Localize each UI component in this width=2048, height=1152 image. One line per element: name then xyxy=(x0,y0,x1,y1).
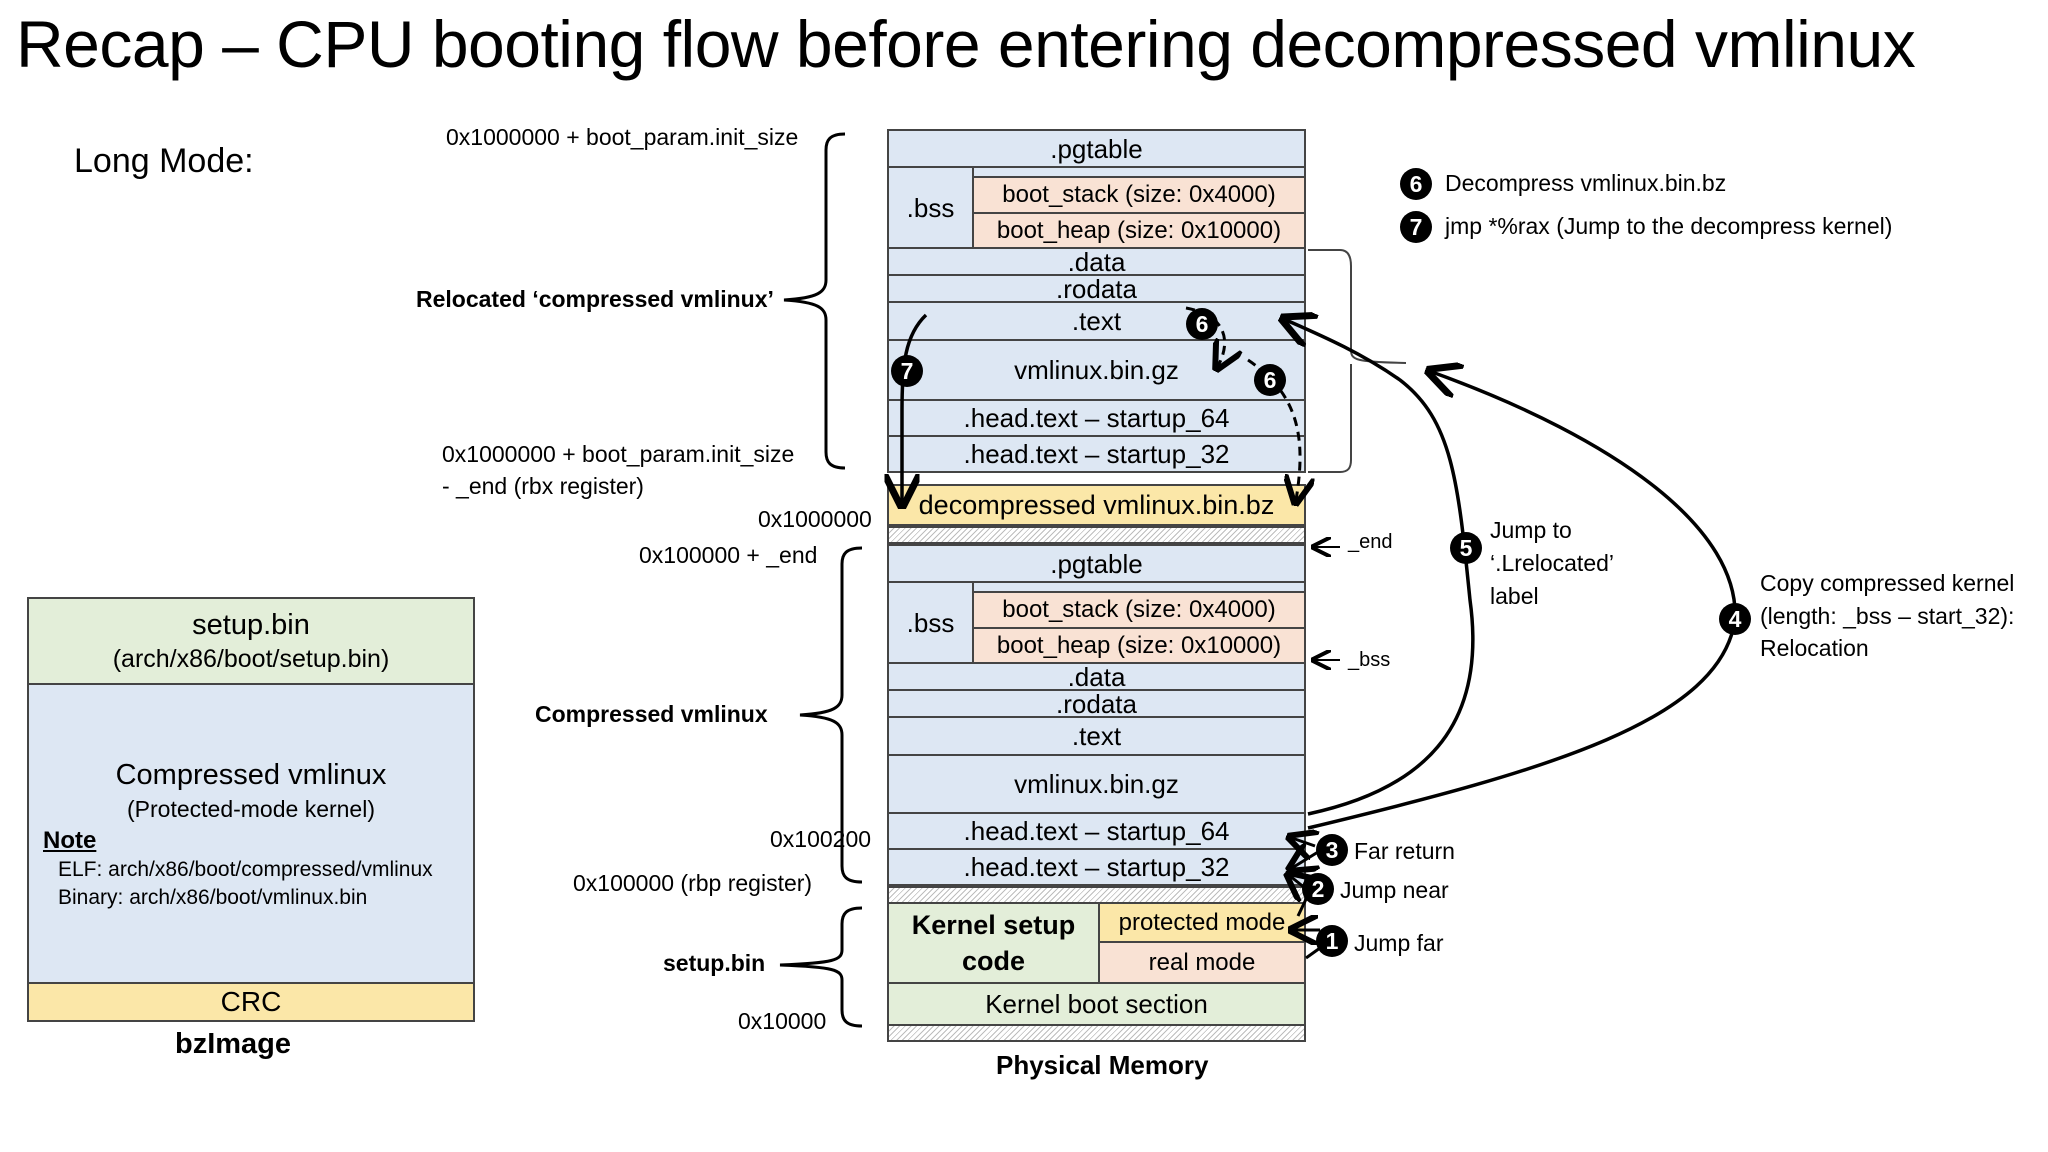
addr-100000-rbp: 0x100000 (rbp register) xyxy=(573,870,813,896)
comp-data: .data xyxy=(887,662,1306,692)
marker-bss: _bss xyxy=(1348,649,1391,671)
brace-label-relocated: Relocated ‘compressed vmlinux’ xyxy=(416,286,774,312)
addr-100200: 0x100200 xyxy=(770,826,872,852)
kernel-setup-code: Kernel setup code xyxy=(887,902,1100,984)
legend-7-badge: 7 xyxy=(1400,211,1432,243)
bzimage-caption: bzImage xyxy=(175,1028,292,1060)
mode-label: Long Mode: xyxy=(74,142,254,180)
step-5-line1: Jump to xyxy=(1490,517,1572,543)
brace-label-setup: setup.bin xyxy=(663,950,766,976)
reloc-boot-heap: boot_heap (size: 0x10000) xyxy=(972,212,1306,249)
note-binary: Binary: arch/x86/boot/vmlinux.bin xyxy=(58,886,368,909)
comp-pgtable: .pgtable xyxy=(887,544,1306,583)
comp-boot-stack: boot_stack (size: 0x4000) xyxy=(972,591,1306,629)
addr-100000-end: 0x100000 + _end xyxy=(639,542,818,568)
compressed-sub: (Protected-mode kernel) xyxy=(127,796,375,822)
step-6-badge-b: 6 xyxy=(1254,364,1286,396)
comp-startup-32: .head.text – startup_32 xyxy=(887,848,1306,886)
marker-end: _end xyxy=(1348,531,1393,553)
step-4-line2: (length: _bss – start_32): xyxy=(1760,603,2015,629)
gap-hatch-1 xyxy=(887,526,1306,544)
step-4-badge: 4 xyxy=(1719,603,1751,635)
addr-top: 0x1000000 + boot_param.init_size xyxy=(446,124,799,150)
comp-rodata: .rodata xyxy=(887,689,1306,719)
step-5-line2: ‘.Lrelocated’ xyxy=(1490,550,1615,576)
reloc-bss: .bss xyxy=(887,166,974,249)
decompressed-vmlinux: decompressed vmlinux.bin.bz xyxy=(887,484,1306,526)
step-3-label: Far return xyxy=(1354,838,1455,864)
addr-10000: 0x10000 xyxy=(738,1008,827,1034)
gap-hatch-3 xyxy=(887,1024,1306,1042)
step-5-badge: 5 xyxy=(1450,532,1482,564)
kernel-boot-section: Kernel boot section xyxy=(887,982,1306,1026)
page-title: Recap – CPU booting flow before entering… xyxy=(16,7,1916,81)
reloc-boot-stack: boot_stack (size: 0x4000) xyxy=(972,176,1306,214)
compressed-title: Compressed vmlinux xyxy=(115,759,387,791)
reloc-rodata: .rodata xyxy=(887,274,1306,304)
addr-mid-line1: 0x1000000 + boot_param.init_size xyxy=(442,441,795,467)
reloc-startup-64: .head.text – startup_64 xyxy=(887,399,1306,437)
step-2-badge: 2 xyxy=(1302,873,1334,905)
setup-path: (arch/x86/boot/setup.bin) xyxy=(112,645,390,673)
step-6-badge-a: 6 xyxy=(1186,308,1218,340)
bzimage-crc-block: CRC xyxy=(27,982,475,1022)
legend-6-text: Decompress vmlinux.bin.bz xyxy=(1445,170,1727,196)
bzimage-setup-block: setup.bin (arch/x86/boot/setup.bin) xyxy=(27,597,475,685)
reloc-pgtable: .pgtable xyxy=(887,129,1306,168)
step-1-badge: 1 xyxy=(1316,925,1348,957)
protected-mode: protected mode xyxy=(1098,902,1306,943)
addr-1000000: 0x1000000 xyxy=(758,506,872,532)
step-1-label: Jump far xyxy=(1354,930,1444,956)
reloc-startup-32: .head.text – startup_32 xyxy=(887,435,1306,473)
step-3-badge: 3 xyxy=(1316,834,1348,866)
step-4-line1: Copy compressed kernel xyxy=(1760,570,2015,596)
note-elf: ELF: arch/x86/boot/compressed/vmlinux xyxy=(58,858,433,881)
crc-label: CRC xyxy=(220,986,282,1017)
addr-mid-line2: - _end (rbx register) xyxy=(442,473,644,499)
step-7-badge: 7 xyxy=(891,355,923,387)
legend-6-badge: 6 xyxy=(1400,168,1432,200)
step-2-label: Jump near xyxy=(1340,877,1449,903)
comp-boot-heap: boot_heap (size: 0x10000) xyxy=(972,627,1306,664)
brace-label-compressed: Compressed vmlinux xyxy=(535,701,768,727)
memory-caption: Physical Memory xyxy=(996,1050,1209,1080)
step-5-line3: label xyxy=(1490,583,1539,609)
note-heading: Note xyxy=(43,827,97,854)
step-4-line3: Relocation xyxy=(1760,635,1869,661)
legend-7-text: jmp *%rax (Jump to the decompress kernel… xyxy=(1445,213,1893,239)
bzimage-compressed-block: Compressed vmlinux (Protected-mode kerne… xyxy=(27,683,475,984)
setup-title: setup.bin xyxy=(192,609,310,641)
